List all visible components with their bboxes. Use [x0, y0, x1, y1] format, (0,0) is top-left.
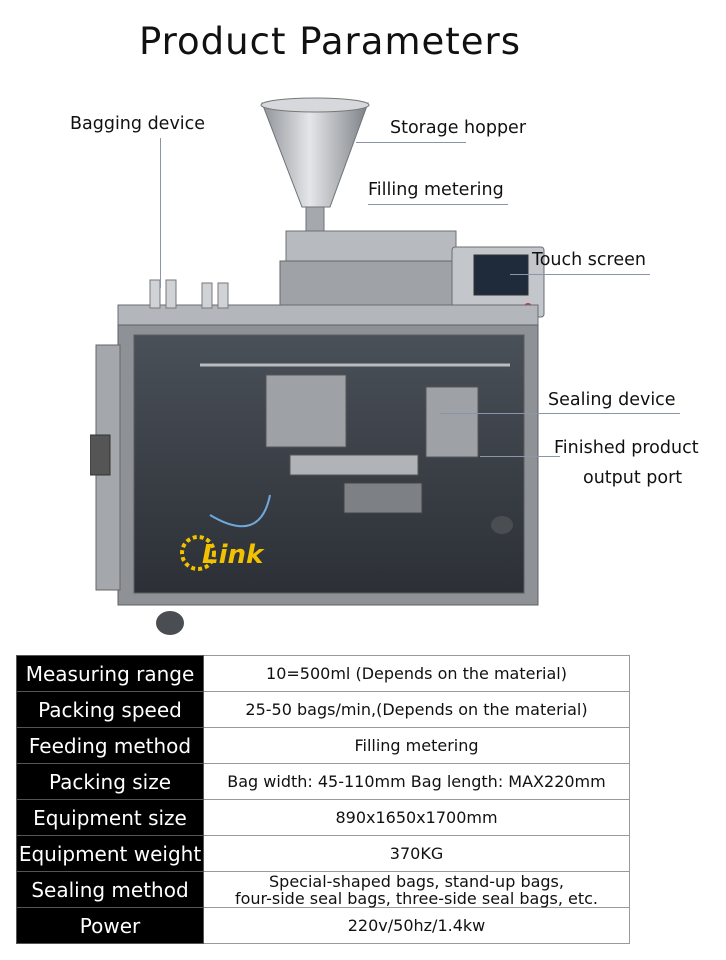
param-label: Equipment weight	[16, 835, 204, 872]
param-label: Measuring range	[16, 655, 204, 692]
filling-sealing-machine-image: Link	[90, 97, 545, 635]
leader-line	[440, 413, 680, 414]
table-row: Packing size Bag width: 45-110mm Bag len…	[16, 763, 630, 800]
table-row: Feeding method Filling metering	[16, 727, 630, 764]
param-value: 220v/50hz/1.4kw	[203, 907, 630, 944]
table-row: Measuring range 10=500ml (Depends on the…	[16, 655, 630, 692]
param-label: Equipment size	[16, 799, 204, 836]
callout-finished-port-line1: Finished product	[554, 438, 699, 458]
param-value: 25-50 bags/min,(Depends on the material)	[203, 691, 630, 728]
param-value: Bag width: 45-110mm Bag length: MAX220mm	[203, 763, 630, 800]
param-value: 10=500ml (Depends on the material)	[203, 655, 630, 692]
param-value: Special-shaped bags, stand-up bags, four…	[203, 871, 630, 908]
param-label: Sealing method	[16, 871, 204, 908]
callout-storage-hopper: Storage hopper	[390, 118, 527, 138]
table-row: Equipment size 890x1650x1700mm	[16, 799, 630, 836]
table-row: Packing speed 25-50 bags/min,(Depends on…	[16, 691, 630, 728]
leader-line	[160, 138, 161, 288]
param-label: Packing size	[16, 763, 204, 800]
parameters-table: Measuring range 10=500ml (Depends on the…	[16, 655, 630, 944]
param-label: Packing speed	[16, 691, 204, 728]
param-value: Filling metering	[203, 727, 630, 764]
leader-line	[368, 204, 508, 205]
leader-line	[356, 142, 466, 143]
callout-sealing-device: Sealing device	[548, 390, 676, 410]
param-value: 890x1650x1700mm	[203, 799, 630, 836]
param-value-line: four-side seal bags, three-side seal bag…	[234, 888, 598, 908]
page-title: Product Parameters	[138, 20, 522, 63]
param-label: Power	[16, 907, 204, 944]
callout-finished-port-line2: output port	[583, 468, 683, 488]
leader-line	[510, 274, 650, 275]
param-value: 370KG	[203, 835, 630, 872]
param-value-line: Special-shaped bags, stand-up bags,	[269, 871, 564, 891]
callout-filling-metering: Filling metering	[368, 180, 504, 200]
leader-line	[480, 456, 560, 457]
callout-touch-screen: Touch screen	[532, 250, 646, 270]
table-row: Power 220v/50hz/1.4kw	[16, 907, 630, 944]
brand-logo: Link	[202, 540, 265, 570]
table-row: Equipment weight 370KG	[16, 835, 630, 872]
callout-bagging-device: Bagging device	[70, 114, 206, 134]
param-label: Feeding method	[16, 727, 204, 764]
table-row: Sealing method Special-shaped bags, stan…	[16, 871, 630, 908]
